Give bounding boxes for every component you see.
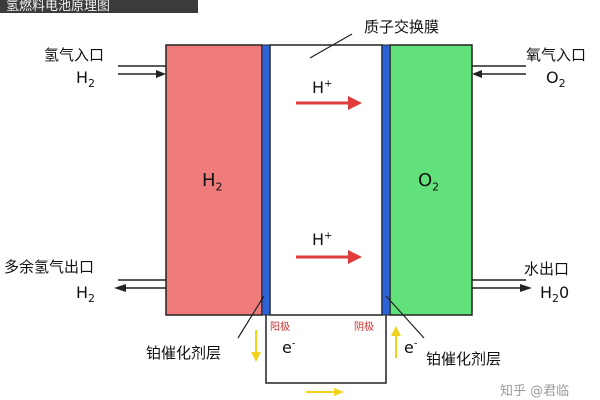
oxygen-inlet-formula: O2 [546, 68, 566, 91]
left-electron-arrow [251, 330, 261, 362]
watermark: 知乎 @君临 [500, 384, 570, 399]
hydrogen-outlet-formula: H2 [76, 283, 96, 306]
bottom-electron-arrow [306, 388, 344, 396]
water-outlet-formula: H20 [540, 283, 570, 306]
external-circuit [265, 315, 387, 384]
water-outlet-arrow [472, 279, 532, 292]
hydrogen-inlet-arrow [118, 65, 166, 78]
proton-label-top: H+ [312, 78, 333, 97]
right-catalyst-leader [385, 295, 425, 339]
oxygen-chamber-formula: O2 [418, 170, 440, 194]
proton-label-bottom: H+ [312, 230, 333, 249]
hydrogen-chamber-formula: H2 [202, 170, 223, 194]
proton-arrow-bottom [296, 250, 362, 264]
proton-arrow-top [296, 96, 362, 110]
cathode-electrode [381, 44, 391, 316]
hydrogen-inlet-formula: H2 [76, 68, 96, 91]
oxygen-inlet-arrow [472, 65, 526, 78]
right-electron-label: e- [404, 338, 418, 357]
membrane-area [269, 44, 383, 316]
hydrogen-inlet-label: 氢气入口 [44, 46, 105, 64]
left-electron-label: e- [282, 338, 296, 357]
oxygen-inlet-label: 氧气入口 [526, 46, 587, 64]
hydrogen-chamber [165, 44, 263, 316]
right-electron-arrow [391, 326, 401, 358]
diagram-title: 氢燃料电池原理图 [0, 0, 198, 13]
membrane-label: 质子交换膜 [364, 18, 440, 36]
anode-electrode [261, 44, 271, 316]
oxygen-chamber [389, 44, 473, 316]
membrane-leader-line [309, 33, 353, 59]
left-catalyst-leader [237, 295, 265, 339]
hydrogen-outlet-arrow [114, 279, 166, 292]
right-catalyst-label: 铂催化剂层 [426, 350, 502, 368]
left-catalyst-label: 铂催化剂层 [146, 344, 222, 362]
hydrogen-outlet-label: 多余氢气出口 [4, 258, 95, 276]
water-outlet-label: 水出口 [524, 260, 570, 278]
anode-label: 阳极 [270, 322, 290, 333]
cathode-label: 阴极 [354, 322, 374, 333]
